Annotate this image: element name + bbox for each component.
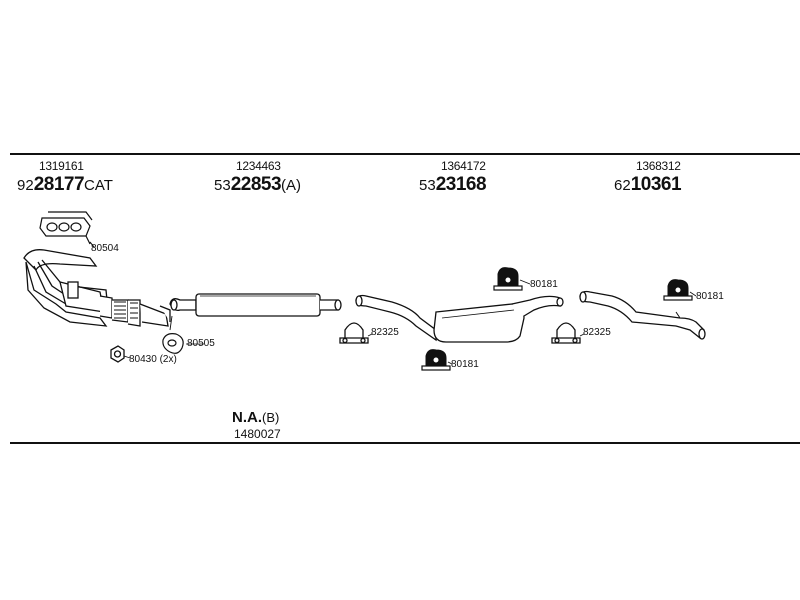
- part-number-prefix: 92: [17, 177, 34, 194]
- middle-silencer-icon[interactable]: [355, 294, 564, 343]
- callout-flange-gasket[interactable]: 80505: [187, 338, 215, 349]
- bottom-divider-line: [10, 442, 800, 444]
- leader-lines: [89, 241, 697, 365]
- top-divider-line: [10, 153, 800, 155]
- callout-hanger[interactable]: 80181: [451, 359, 479, 370]
- tail-pipe-icon[interactable]: [579, 290, 706, 340]
- rubber-hanger-icon[interactable]: [493, 267, 523, 291]
- part-number-main: 23168: [435, 174, 487, 195]
- na-label: N.A.(B): [232, 409, 279, 426]
- rubber-hanger-icon[interactable]: [663, 279, 693, 301]
- na-oe-number: 1480027: [234, 427, 281, 441]
- manifold-gasket-icon[interactable]: [39, 211, 95, 248]
- part-number: 9228177CAT: [17, 175, 113, 194]
- part-header-tail-pipe[interactable]: 1368312 6210361: [614, 159, 682, 195]
- oe-number: 1364172: [441, 159, 486, 173]
- flange-gasket-icon[interactable]: [162, 333, 184, 354]
- catalytic-converter-icon[interactable]: [23, 249, 171, 327]
- part-number-main: 28177: [33, 174, 85, 195]
- part-number: 5323168: [419, 174, 487, 195]
- part-number-prefix: 53: [419, 177, 436, 194]
- rubber-hanger-icon[interactable]: [421, 349, 451, 371]
- na-suffix: (B): [262, 410, 280, 425]
- oe-number: 1234463: [236, 159, 281, 173]
- callout-clamp[interactable]: 82325: [583, 327, 611, 338]
- part-number-suffix: (A): [281, 177, 302, 194]
- exhaust-clamp-icon[interactable]: [339, 322, 369, 344]
- exhaust-clamp-icon[interactable]: [551, 322, 581, 344]
- oe-number: 1368312: [636, 159, 681, 173]
- part-header-catalytic-converter[interactable]: 1319161 9228177CAT: [17, 160, 113, 194]
- callout-gasket[interactable]: 80504: [91, 243, 119, 254]
- callout-hanger[interactable]: 80181: [530, 279, 558, 290]
- part-header-front-silencer[interactable]: 1234463 5322853(A): [214, 160, 301, 194]
- part-number-suffix: CAT: [84, 177, 113, 194]
- part-number-main: 22853: [230, 174, 282, 195]
- part-number-main: 10361: [630, 174, 682, 195]
- part-header-middle-silencer[interactable]: 1364172 5323168: [419, 159, 487, 195]
- not-available-part[interactable]: N.A.(B) 1480027: [232, 410, 281, 440]
- callout-hanger[interactable]: 80181: [696, 291, 724, 302]
- bolt-nut-icon[interactable]: [110, 345, 125, 363]
- callout-bolt[interactable]: 80430 (2x): [129, 354, 177, 365]
- part-number: 6210361: [614, 174, 682, 195]
- part-number-prefix: 62: [614, 177, 631, 194]
- na-main: N.A.: [232, 409, 262, 426]
- part-number: 5322853(A): [214, 175, 301, 194]
- part-number-prefix: 53: [214, 177, 231, 194]
- callout-clamp[interactable]: 82325: [371, 327, 399, 338]
- front-silencer-icon[interactable]: [169, 293, 342, 317]
- oe-number: 1319161: [39, 159, 84, 173]
